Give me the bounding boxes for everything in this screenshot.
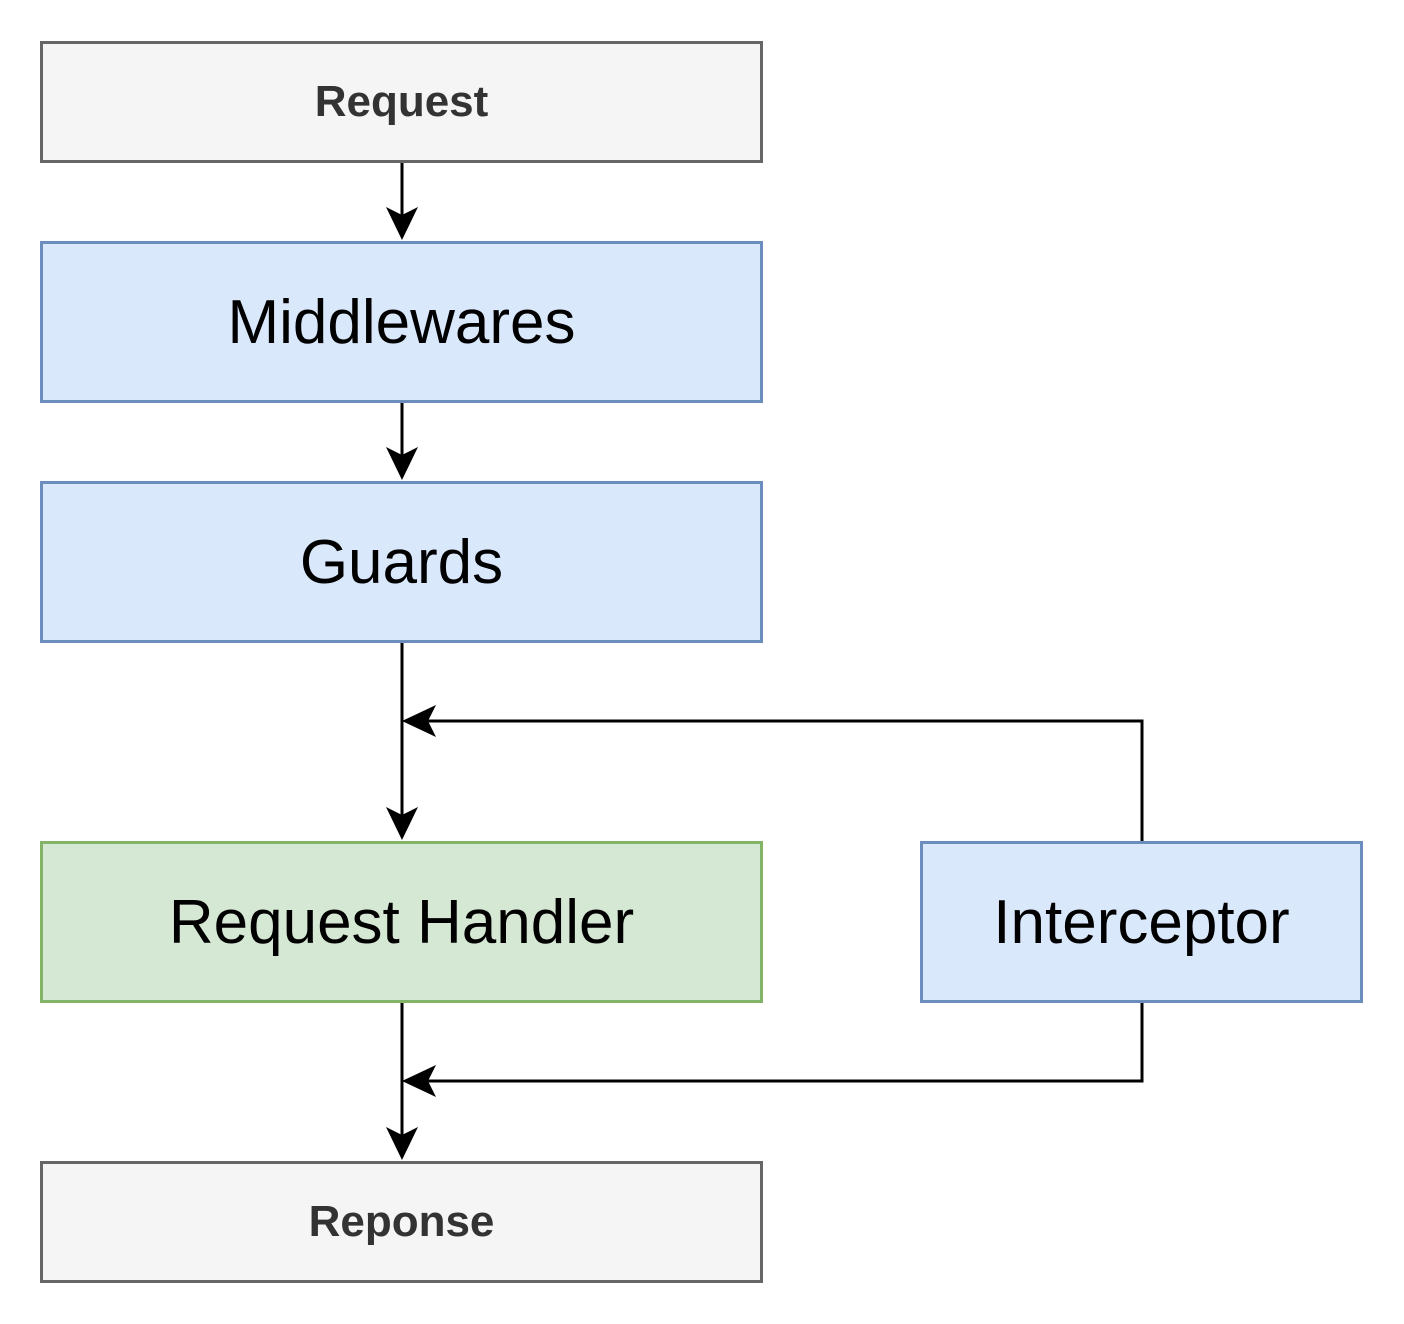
middlewares-node: Middlewares [40, 241, 763, 403]
response-node: Reponse [40, 1161, 763, 1283]
guards-node: Guards [40, 481, 763, 643]
request-handler-label: Request Handler [168, 887, 635, 957]
middlewares-label: Middlewares [227, 287, 576, 357]
edge-guards-to-request-handler [386, 643, 418, 840]
request-handler-node: Request Handler [40, 841, 763, 1003]
edge-request-to-middlewares [386, 163, 418, 240]
edge-interceptor-to-upper-junction [402, 705, 1144, 841]
interceptor-node: Interceptor [920, 841, 1363, 1003]
edge-interceptor-to-lower-junction [402, 1003, 1144, 1097]
edge-request-handler-to-response [386, 1003, 418, 1160]
arrowhead-icon [386, 447, 418, 480]
request-label: Request [314, 77, 489, 126]
arrowhead-icon [402, 1065, 436, 1097]
interceptor-label: Interceptor [993, 887, 1290, 957]
edge-middlewares-to-guards [386, 403, 418, 480]
arrowhead-icon [386, 1127, 418, 1160]
guards-label: Guards [299, 527, 504, 597]
arrowhead-icon [386, 207, 418, 240]
arrowhead-icon [386, 807, 418, 840]
response-label: Reponse [308, 1197, 495, 1246]
request-node: Request [40, 41, 763, 163]
arrowhead-icon [402, 705, 436, 737]
